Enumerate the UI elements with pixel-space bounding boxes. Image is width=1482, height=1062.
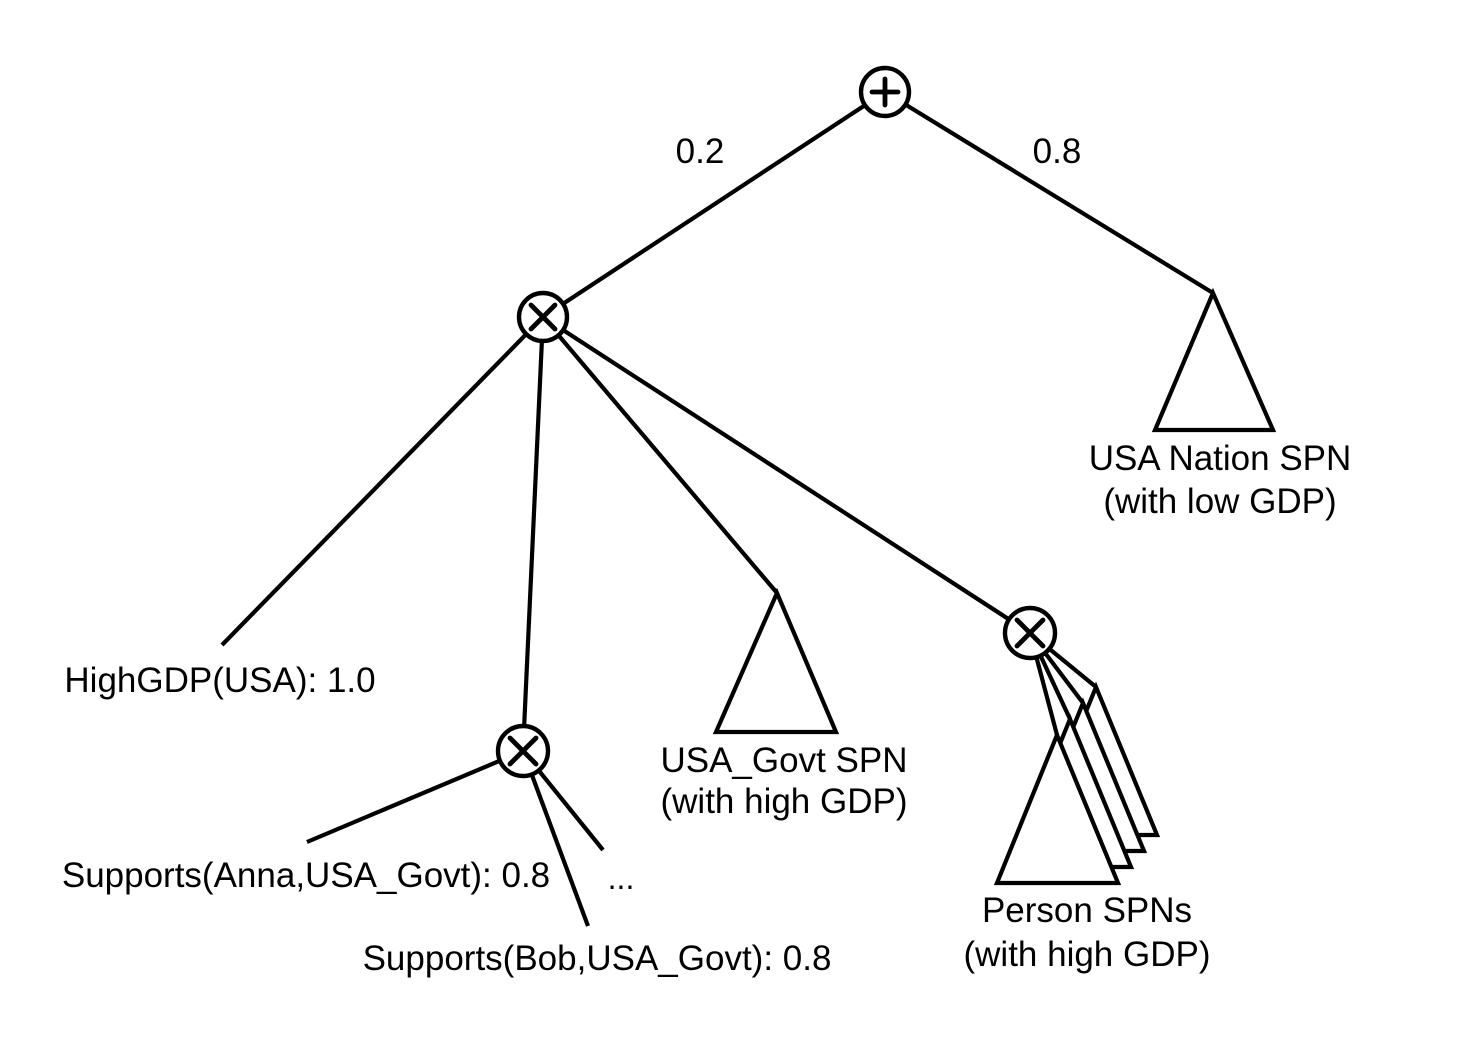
edge-product-supports-to-anna bbox=[306, 749, 524, 844]
edge-weight-left: 0.2 bbox=[676, 132, 725, 171]
person-spns-label-line1: Person SPNs bbox=[982, 891, 1192, 930]
usa-nation-spn-triangle bbox=[1151, 287, 1277, 433]
edge-product-supports-to-bob bbox=[521, 750, 590, 927]
times-operator-icon bbox=[1014, 617, 1046, 649]
edge-product-main-to-product-persons bbox=[541, 315, 1032, 635]
product-node-supports bbox=[495, 723, 551, 779]
more-children-ellipsis: ... bbox=[608, 860, 635, 896]
edge-root-to-usa-nation-spn bbox=[883, 90, 1215, 295]
spn-triangles bbox=[712, 287, 1277, 886]
leaf-supports-anna-label: Supports(Anna,USA_Govt): 0.8 bbox=[62, 856, 550, 895]
product-node-main bbox=[516, 290, 570, 344]
edge-product-main-to-product-supports bbox=[520, 316, 546, 752]
usa-govt-spn-triangle bbox=[712, 587, 840, 735]
person-spn-triangle-front bbox=[993, 729, 1122, 886]
usa-govt-spn-label-line1: USA_Govt SPN bbox=[660, 741, 907, 780]
tree-labels: 0.2 0.8 HighGDP(USA): 1.0 Supports(Anna,… bbox=[62, 132, 1351, 978]
plus-operator-icon bbox=[869, 76, 901, 108]
usa-govt-spn-label-line2: (with high GDP) bbox=[660, 782, 907, 821]
edge-weight-right: 0.8 bbox=[1033, 132, 1082, 171]
leaf-supports-bob-label: Supports(Bob,USA_Govt): 0.8 bbox=[363, 939, 832, 978]
sum-node-root bbox=[858, 65, 912, 119]
edge-product-main-to-usa-govt-spn bbox=[541, 315, 779, 595]
person-spns-label-line2: (with high GDP) bbox=[963, 935, 1210, 974]
edge-root-to-product-main bbox=[541, 90, 887, 319]
times-operator-icon bbox=[528, 302, 558, 332]
times-operator-icon bbox=[507, 735, 539, 767]
product-node-persons bbox=[1002, 605, 1058, 661]
usa-nation-spn-label-line1: USA Nation SPN bbox=[1089, 439, 1352, 478]
leaf-highgdp-label: HighGDP(USA): 1.0 bbox=[64, 661, 375, 700]
edge-product-main-to-highgdp bbox=[220, 315, 545, 647]
usa-nation-spn-label-line2: (with low GDP) bbox=[1103, 482, 1336, 521]
tree-nodes bbox=[495, 65, 1058, 779]
